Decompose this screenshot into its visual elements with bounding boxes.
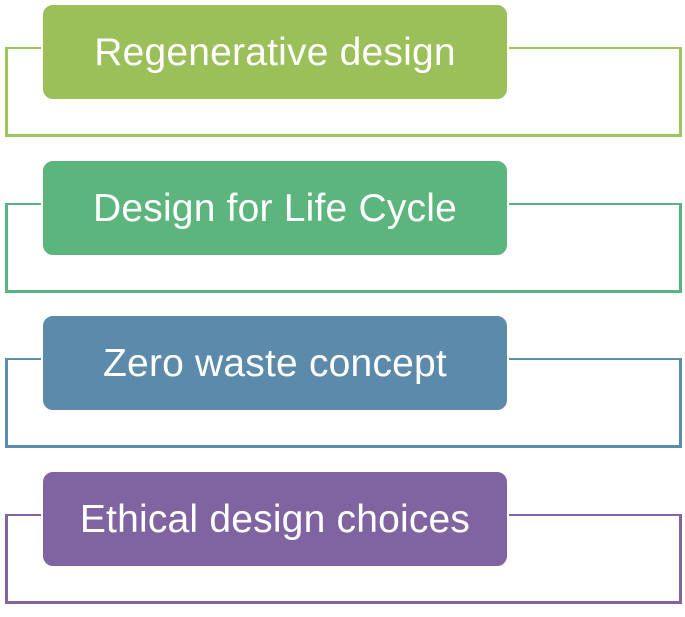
item-label-box: Zero waste concept	[41, 314, 509, 412]
diagram-item-regenerative-design: Regenerative design	[0, 0, 685, 150]
item-label-box: Regenerative design	[41, 3, 509, 101]
item-label: Design for Life Cycle	[92, 186, 458, 230]
item-label: Zero waste concept	[103, 341, 447, 385]
diagram-item-design-for-life-cycle: Design for Life Cycle	[0, 156, 685, 306]
diagram-item-zero-waste-concept: Zero waste concept	[0, 311, 685, 461]
item-label-box: Ethical design choices	[41, 470, 509, 568]
item-label-box: Design for Life Cycle	[41, 159, 509, 257]
item-label: Regenerative design	[94, 30, 456, 74]
item-label: Ethical design choices	[79, 497, 471, 541]
diagram-item-ethical-design-choices: Ethical design choices	[0, 467, 685, 617]
